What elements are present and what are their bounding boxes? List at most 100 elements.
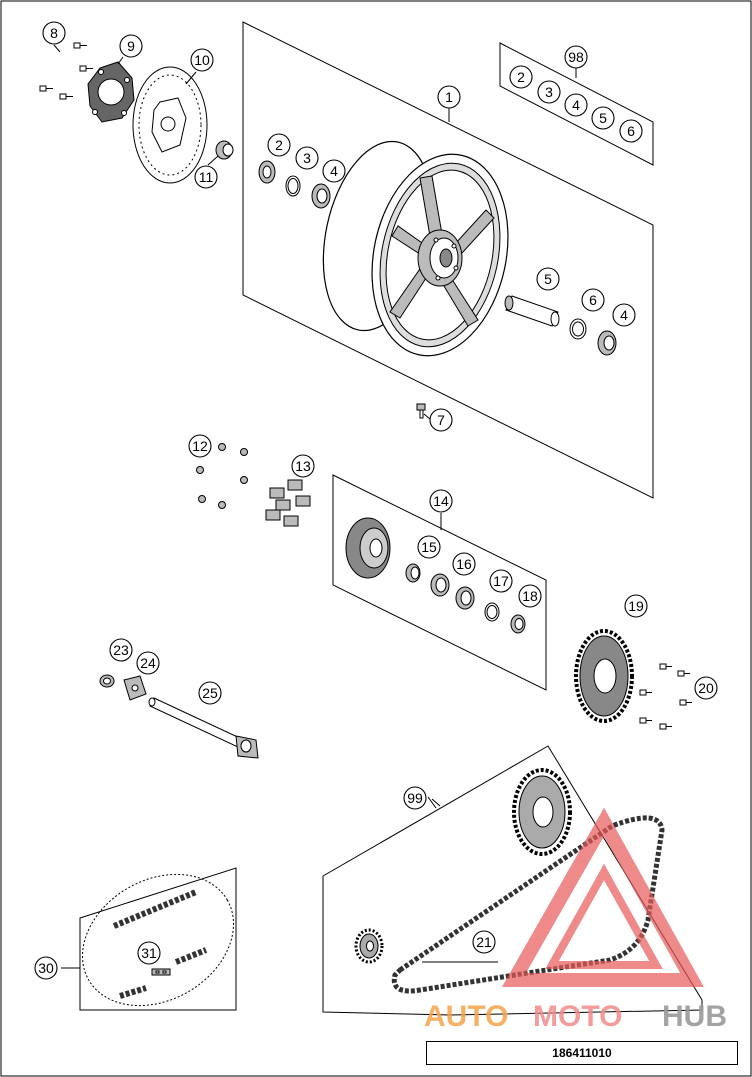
sprocket-carrier [345,517,391,579]
drawing-number-box: 186411010 [426,1041,738,1065]
svg-text:24: 24 [140,655,156,671]
chain-master-link [151,968,171,976]
disc-carrier [87,61,135,123]
chain-kit-frame [322,745,703,1016]
svg-text:12: 12 [192,438,208,454]
circlip-right [569,318,587,340]
svg-text:14: 14 [433,493,449,509]
callout-15: 15 [417,535,441,559]
kit-98-item-4: 4 [564,93,588,117]
tire-valve [416,403,426,419]
kit-98-item-5: 5 [591,106,615,130]
spacer [215,140,234,160]
callout-4-right: 4 [612,303,636,327]
carrier-spacer [405,563,421,583]
nuts [196,443,248,509]
callout-12: 12 [188,434,212,458]
callout-6: 6 [581,288,605,312]
svg-text:11: 11 [199,169,214,185]
svg-text:20: 20 [698,680,714,696]
svg-text:19: 19 [628,598,644,614]
sprocket-bolts [639,663,692,730]
svg-text:2: 2 [275,137,283,153]
callout-24: 24 [136,651,160,675]
kit-98-item-6: 6 [619,119,643,143]
distance-sleeve [504,295,560,327]
svg-text:30: 30 [38,960,54,976]
watermark-moto: MOTO [533,1000,622,1033]
svg-text:4: 4 [330,163,338,179]
watermark-logo: AUTO MOTO HUB [424,807,727,1033]
wheel-group-frame [242,21,654,499]
svg-text:23: 23 [113,642,129,658]
callout-99: 99 [403,786,427,810]
carrier-bearing [430,573,450,597]
wheel-spindle [148,697,259,759]
callout-10: 10 [190,48,214,72]
svg-text:15: 15 [421,539,437,555]
svg-text:98: 98 [568,49,584,65]
kit-98-item-3: 3 [537,80,561,104]
callout-13: 13 [291,454,315,478]
svg-text:5: 5 [599,110,607,126]
callout-4: 4 [322,159,346,183]
callout-2: 2 [267,133,291,157]
watermark-hub: HUB [662,1000,727,1033]
chain-parts-frame [79,867,237,1011]
carrier-seal [510,614,526,634]
svg-text:9: 9 [127,38,135,54]
drawing-number: 186411010 [552,1046,612,1060]
svg-text:5: 5 [544,271,552,287]
damping-rubbers [265,479,311,527]
brake-disc [132,66,208,184]
callout-30: 30 [34,956,58,980]
svg-text:99: 99 [407,790,423,806]
carrier-circlip [484,602,500,622]
callout-labels: 1 2 3 4 5 6 4 7 8 9 10 11 12 13 14 15 16… [34,21,718,980]
axle-nut [99,674,115,688]
svg-text:16: 16 [456,556,472,572]
leader-lines [53,44,577,969]
chain-kit-front-sprocket [354,928,384,964]
callout-17: 17 [489,569,513,593]
svg-text:1: 1 [445,89,453,105]
circlip-left [285,175,301,197]
callout-31: 31 [137,941,161,965]
callout-21: 21 [472,930,496,954]
callout-16: 16 [452,552,476,576]
kit-98-item-2: 2 [509,65,533,89]
kit-98-frame [499,42,654,166]
rear-sprocket [574,629,634,723]
svg-text:8: 8 [50,25,58,41]
svg-text:3: 3 [545,84,553,100]
hub-group-frame [332,474,547,691]
svg-text:6: 6 [589,292,597,308]
watermark-triangle-icon [501,807,704,987]
svg-text:21: 21 [476,934,492,950]
callout-5: 5 [536,267,560,291]
callout-3: 3 [295,146,319,170]
callout-8: 8 [42,21,66,45]
chain-illustration [82,873,234,1007]
svg-text:10: 10 [194,52,210,68]
callout-20: 20 [694,676,718,700]
svg-text:2: 2 [517,69,525,85]
svg-text:25: 25 [202,685,218,701]
callout-23: 23 [109,638,133,662]
shaft-seal-left [258,160,276,184]
svg-text:3: 3 [303,150,311,166]
svg-text:18: 18 [522,588,538,604]
callout-18: 18 [518,584,542,608]
svg-text:31: 31 [141,945,157,961]
chain-adjuster-left [123,675,147,701]
svg-text:7: 7 [437,412,445,428]
disc-bolts [39,42,93,100]
callout-7: 7 [429,408,453,432]
svg-text:13: 13 [295,458,311,474]
rear-wheel-rim [322,140,509,357]
watermark-auto: AUTO [424,1000,508,1033]
chain-kit-rear-sprocket [512,768,572,856]
bearing-right [597,330,617,356]
